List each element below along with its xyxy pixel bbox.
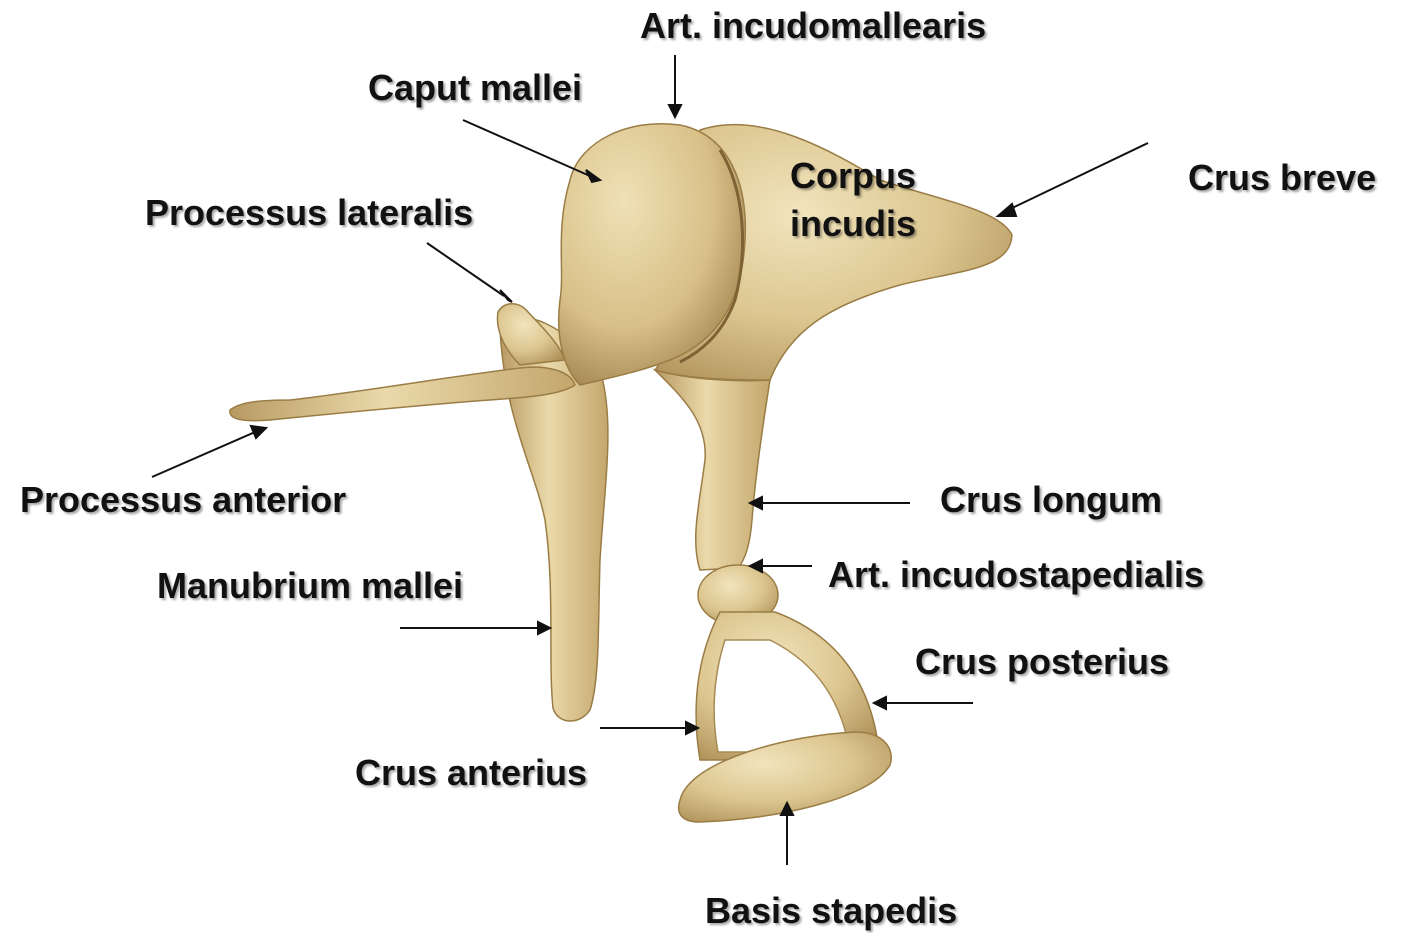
label-corpus-incudis-line2: incudis <box>790 206 916 242</box>
label-manubrium-mallei: Manubrium mallei <box>157 568 463 604</box>
label-processus-lateralis: Processus lateralis <box>145 195 473 231</box>
label-caput-mallei: Caput mallei <box>368 70 582 106</box>
label-crus-breve: Crus breve <box>1188 160 1376 196</box>
label-art-incudostapedialis: Art. incudostapedialis <box>828 557 1204 593</box>
incus-long-crus <box>655 370 770 570</box>
label-processus-anterior: Processus anterior <box>20 482 346 518</box>
arrow-processus-lateralis <box>427 243 504 296</box>
label-crus-posterius: Crus posterius <box>915 644 1169 680</box>
arrow-crus-breve <box>1008 143 1148 210</box>
arrow-caput-mallei <box>463 120 590 176</box>
label-crus-anterius: Crus anterius <box>355 755 587 791</box>
label-corpus-incudis-line1: Corpus <box>790 158 916 194</box>
label-art-incudomallearis: Art. incudomallearis <box>640 8 986 44</box>
label-basis-stapedis: Basis stapedis <box>705 893 957 929</box>
arrow-processus-anterior <box>152 432 255 477</box>
label-crus-longum: Crus longum <box>940 482 1162 518</box>
